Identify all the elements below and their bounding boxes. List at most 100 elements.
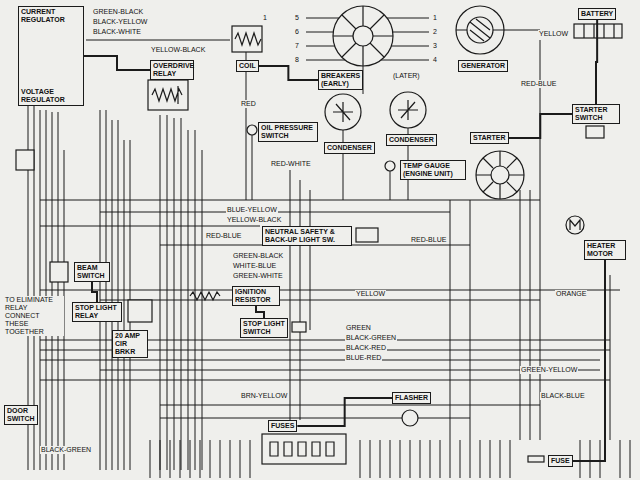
heater-motor-symbol [566,216,584,234]
wire-label: RED-BLUE [205,232,242,240]
coil-symbol [232,26,262,52]
connector-block [16,150,34,170]
starter-spokes [476,151,524,199]
component-name: IGNITION RESISTOR [235,288,277,304]
wire-label: RED-BLUE [520,80,557,88]
relay-winding [152,86,182,104]
heater-motor-mark [570,220,580,230]
flasher-symbol [402,410,418,426]
wire-label: RED [240,100,257,108]
terminal-number: 6 [294,28,300,36]
terminal-number: 3 [432,42,438,50]
terminal-number: 5 [294,14,300,22]
wire-label: WHITE-BLUE [232,262,277,270]
breaker-points [398,100,418,120]
wire-label: TO ELIMINATE RELAY CONNECT THESE TOGETHE… [4,296,64,336]
battery-cells [584,24,614,38]
wire-label: BLUE-YELLOW [226,206,278,214]
terminal-number: 2 [432,28,438,36]
breaker-plate-later [390,92,426,128]
terminal-strip [150,440,630,478]
terminal-leaders [306,18,429,60]
terminal-number: 1 [262,14,268,22]
component-box: COIL [236,60,259,72]
terminal-number: 1 [432,14,438,22]
wire-connector [297,398,392,426]
component-name: GENERATOR [461,62,505,70]
fuse-elements [270,442,334,456]
starter-armature [491,166,509,184]
overdrive-relay-symbol [148,80,188,110]
wire-label: YELLOW [355,290,386,298]
wire-label: YELLOW-BLACK [150,46,206,54]
component-name: CONDENSER [389,136,434,144]
component-name: STOP LIGHT SWITCH [243,320,285,336]
component-box: BREAKERS(EARLY) [318,70,363,90]
wire-label: YELLOW [538,30,569,38]
component-name: HEATER MOTOR [587,242,623,258]
component-box: GENERATOR [458,60,508,72]
component-name: TEMP GAUGE (ENGINE UNIT) [403,162,463,178]
component-name: (EARLY) [321,80,360,88]
wire-connector [509,114,572,138]
generator-hatch [456,19,504,41]
fuse-symbol [528,456,544,462]
coil-winding [235,33,261,45]
component-box: OIL PRESSURE SWITCH [258,122,318,142]
wire-label: BRN-YELLOW [240,392,288,400]
component-box: STARTER [470,132,509,144]
breaker-points [333,102,353,122]
component-box: FUSES [268,420,297,432]
component-name: OVERDRIVE RELAY [153,62,191,78]
wire-label: ORANGE [555,290,587,298]
component-name: FUSE [551,457,570,465]
wire-label: (LATER) [392,72,421,80]
wire-label: GREEN-WHITE [232,272,284,280]
component-name: BATTERY [581,10,613,18]
wire-connector [92,282,97,302]
wire-connector [256,306,264,318]
harness-wires [28,30,620,470]
wire-label: BLACK-BLUE [540,392,586,400]
starter-symbol [476,151,524,199]
component-name: 20 AMP CIR BRKR [115,332,145,356]
oil-pressure-switch-symbol [247,125,257,135]
distributor-cap [333,6,393,66]
wire-label: GREEN-BLACK [92,8,144,16]
component-box: STOP LIGHT SWITCH [240,318,288,338]
wire-label: GREEN-BLACK [232,252,284,260]
wire-label: RED-WHITE [270,160,312,168]
component-box: NEUTRAL SAFETY & BACK-UP LIGHT SW. [262,226,352,246]
component-name: CONDENSER [327,144,372,152]
wire-connector [259,66,318,80]
component-box: IGNITION RESISTOR [232,286,280,306]
stop-light-relay-symbol [128,300,152,322]
component-box: STARTER SWITCH [572,104,620,124]
component-name: OIL PRESSURE SWITCH [261,124,315,140]
wire-label: RED-BLUE [410,236,447,244]
component-name: BREAKERS [321,72,360,80]
component-name: NEUTRAL SAFETY & BACK-UP LIGHT SW. [265,228,349,244]
wire-label: GREEN-YELLOW [520,366,578,374]
breaker-plate-early [325,94,361,130]
component-name: COIL [239,62,256,70]
starter-switch-symbol [586,126,604,138]
component-name: FLASHER [395,394,428,402]
component-name: VOLTAGE REGULATOR [21,88,81,104]
component-box: STOP LIGHT RELAY [72,302,122,322]
wire-label: BLACK-GREEN [345,334,397,342]
distributor-spokes [333,6,393,66]
component-box: CURRENT REGULATOR VOLTAGE REGULATOR [18,6,84,106]
component-name: STARTER [473,134,506,142]
component-name: CURRENT REGULATOR [21,8,81,24]
wire-connector [84,56,150,70]
component-box: CONDENSER [386,134,437,146]
generator-symbol [456,6,504,54]
component-box: TEMP GAUGE (ENGINE UNIT) [400,160,466,180]
neutral-safety-switch-symbol [356,228,378,242]
terminal-number: 8 [294,56,300,64]
component-box: 20 AMP CIR BRKR [112,330,148,358]
temp-gauge-symbol [385,161,395,171]
component-box: HEATER MOTOR [584,240,626,260]
component-box: OVERDRIVE RELAY [150,60,194,80]
